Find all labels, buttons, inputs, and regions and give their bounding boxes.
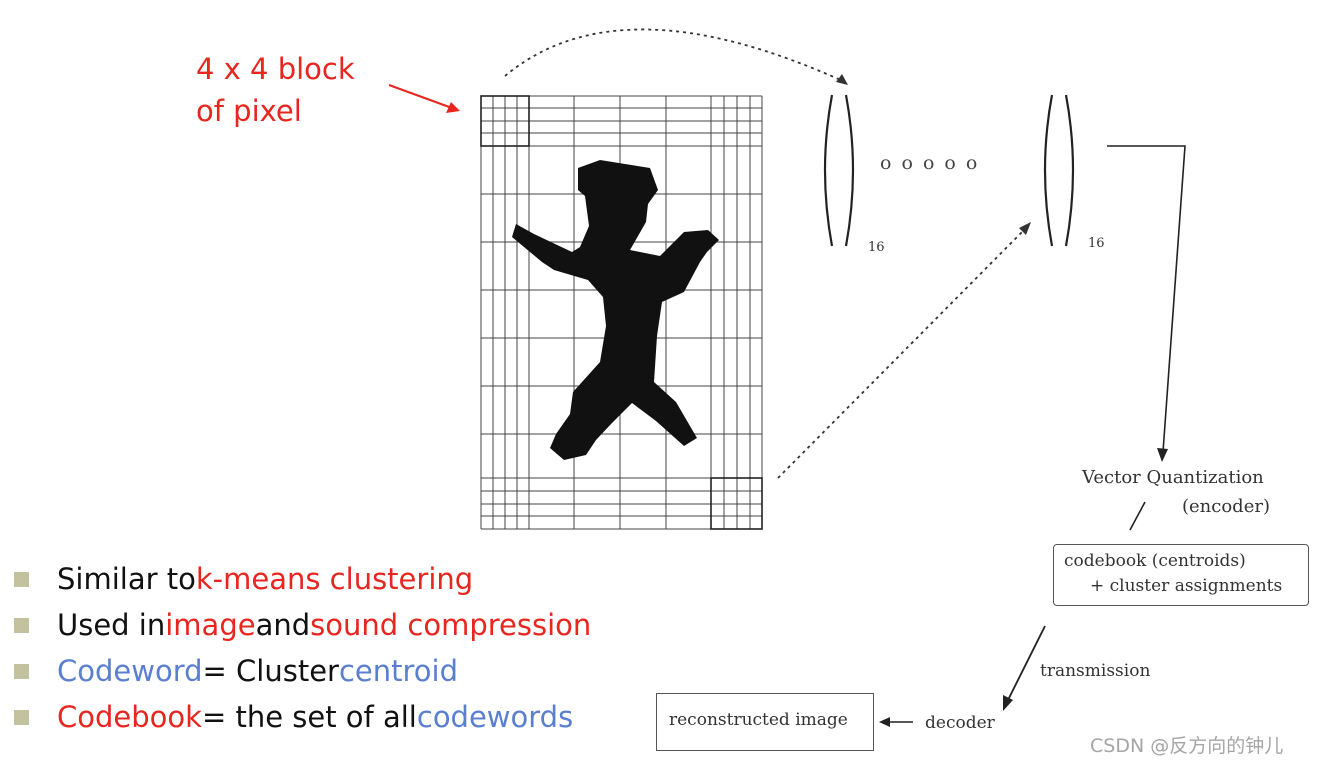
bullet-square [14,571,29,587]
decoder-label: decoder [925,713,995,733]
codebook-box: codebook (centroids) + cluster assignmen… [1053,544,1309,606]
bullet-item: Codebook = the set of all codewords [14,694,591,740]
vector-right-subscript: 16 [1088,236,1105,251]
transmission-arrow [1006,625,1046,703]
watermark: CSDN @反方向的钟儿 [1090,735,1284,757]
bullet-text: and [255,608,311,642]
figure-silhouette [512,160,719,460]
vector-right-close-paren [1064,94,1075,247]
bullet-text: Used in [57,608,166,642]
bullet-square [14,617,29,633]
vector-ellipsis: o o o o o [880,152,980,174]
bullet-text: codewords [416,700,574,734]
bullet-text: Codeword [57,654,203,688]
bullet-item: Codeword = Cluster centroid [14,648,591,694]
vq-label: Vector Quantization [1082,467,1264,488]
bullet-text: sound compression [310,608,592,642]
callout-arrowhead [446,102,460,113]
reconstructed-image-box: reconstructed image [656,693,874,751]
transmission-arrowhead [1003,695,1013,711]
bullet-text: Codebook [57,700,202,734]
vector-left-open-paren [823,94,834,247]
dotted-diagonal [777,227,1027,479]
bullet-item: Used in image and sound compression [14,602,591,648]
bullet-text: Similar to [57,562,196,596]
bullet-square [14,663,29,679]
callout-arrow [388,84,453,109]
vector-left-close-paren [844,94,855,247]
connector-to-vq [1107,145,1186,453]
bullet-text: = Cluster [202,654,339,688]
vq-encoder-label: (encoder) [1182,496,1270,517]
bullet-square [14,709,29,725]
bullet-text: = the set of all [201,700,417,734]
bullet-item: Similar to k-means clustering [14,556,591,602]
pixel-block-bottom-right [710,477,763,530]
codebook-box-line1: codebook (centroids) [1064,551,1246,571]
bullet-text: centroid [338,654,459,688]
block-callout-line2: of pixel [196,94,302,128]
transmission-label: transmission [1040,661,1151,681]
block-callout-line1: 4 x 4 block [196,52,355,86]
decoder-arrowhead [879,717,890,727]
vq-to-codebook-line [1129,501,1146,531]
dotted-diagonal-head [1019,222,1031,235]
vector-right-open-paren [1043,94,1054,247]
pixel-block-top-left [480,95,530,147]
dotted-arc-top-head [836,74,848,85]
vector-left-subscript: 16 [868,240,885,255]
codebook-box-line2: + cluster assignments [1090,576,1283,596]
pixel-grid [480,95,763,530]
reconstructed-image-label: reconstructed image [669,710,848,730]
dotted-arc-top [504,28,846,83]
bullet-text: k-means clustering [195,562,474,596]
bullet-text: image [165,608,256,642]
connector-to-vq-head [1157,448,1168,462]
